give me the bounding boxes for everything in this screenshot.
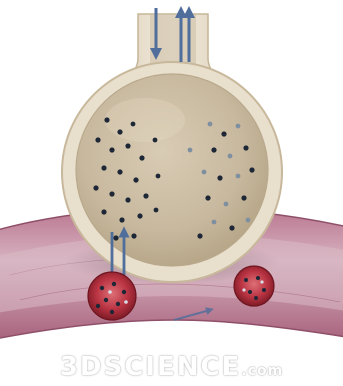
red-blood-cell-right <box>234 266 274 306</box>
red-blood-cell-left <box>88 272 136 320</box>
alveolus <box>62 62 282 282</box>
